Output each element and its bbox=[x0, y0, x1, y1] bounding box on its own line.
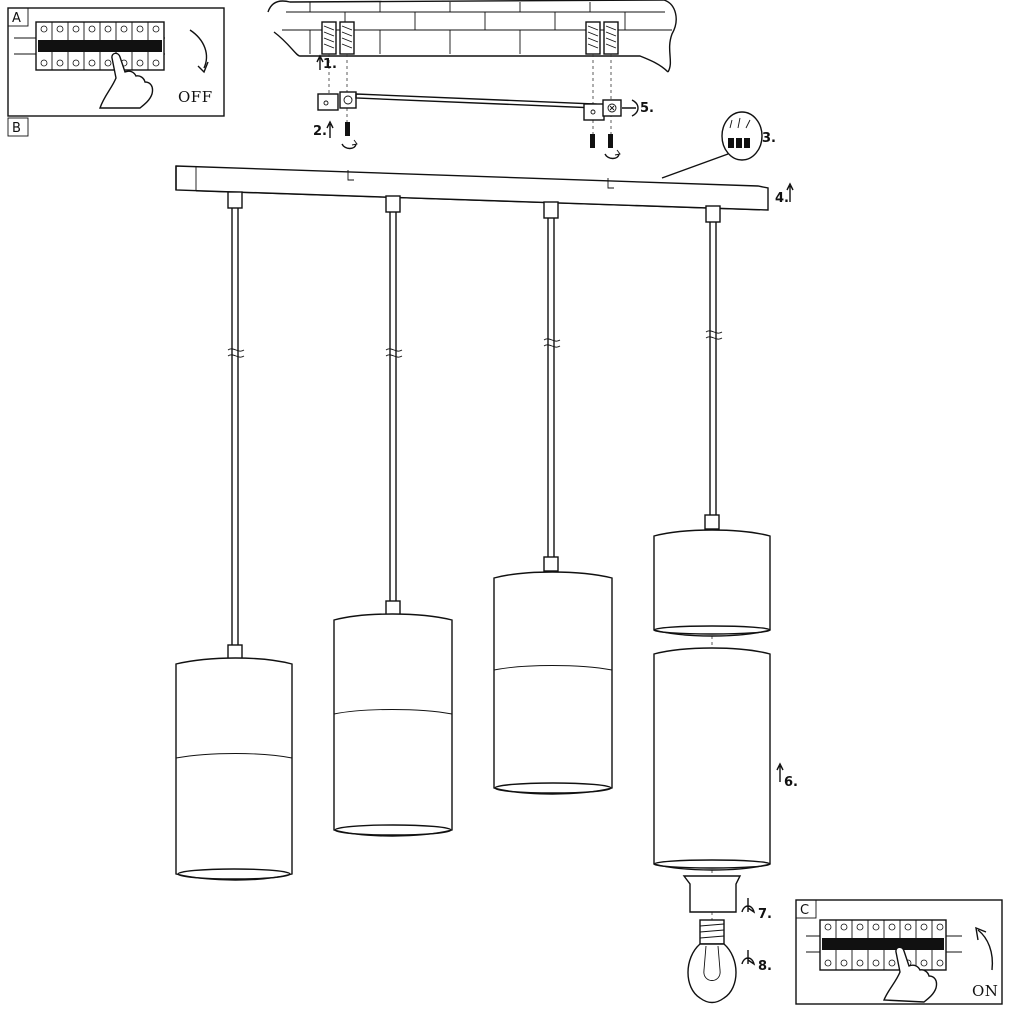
pendant-4: 6. 7. 8. bbox=[653, 205, 798, 1004]
step-2-label: 2. bbox=[313, 124, 327, 139]
wall-plug-icon bbox=[321, 21, 337, 55]
ceiling bbox=[267, 0, 677, 73]
rotate-arrow-icon bbox=[741, 898, 756, 914]
panel-b-tag: B bbox=[12, 121, 21, 136]
panel-b: B bbox=[7, 117, 29, 137]
rotate-arrow-icon bbox=[189, 29, 208, 69]
breaker-strip-c bbox=[806, 919, 962, 971]
canopy-bar bbox=[175, 165, 769, 211]
step-4-label: 4. bbox=[775, 191, 789, 206]
hand-icon bbox=[882, 946, 938, 1003]
up-arrow-icon bbox=[786, 182, 794, 202]
step-3-label: 3. bbox=[762, 131, 776, 146]
panel-a-tag: A bbox=[12, 11, 21, 26]
panel-a: A OFF bbox=[7, 7, 225, 117]
pendant-2 bbox=[333, 195, 453, 837]
hand-icon bbox=[99, 52, 154, 109]
step-6-label: 6. bbox=[784, 775, 798, 790]
screw-icon bbox=[590, 134, 595, 148]
up-arrow-icon bbox=[326, 120, 334, 138]
wiring-callout bbox=[661, 111, 763, 179]
up-arrow-icon bbox=[776, 762, 784, 782]
screw-icon bbox=[604, 134, 621, 160]
switch-on-label: ON bbox=[972, 982, 998, 1000]
mounting-bracket bbox=[317, 91, 622, 121]
panel-c-tag: C bbox=[800, 903, 809, 918]
step-7-label: 7. bbox=[758, 907, 772, 922]
step-8-label: 8. bbox=[758, 959, 772, 974]
rotate-arrow-icon bbox=[741, 950, 756, 966]
wall-plug-icon bbox=[339, 21, 355, 55]
step-1-label: 1. bbox=[323, 57, 337, 72]
step-5-label: 5. bbox=[640, 101, 654, 116]
pendant-1 bbox=[175, 191, 293, 881]
wall-plug-icon bbox=[585, 21, 601, 55]
wall-plug-icon bbox=[603, 21, 619, 55]
up-arrow-icon bbox=[316, 54, 324, 70]
pendant-3 bbox=[493, 201, 613, 795]
rotate-arrow-icon bbox=[977, 929, 994, 971]
light-bulb-icon bbox=[687, 919, 737, 1004]
switch-off-label: OFF bbox=[178, 88, 213, 106]
panel-c: C ON bbox=[795, 899, 1003, 1005]
screw-icon bbox=[341, 122, 358, 150]
breaker-strip-a bbox=[14, 21, 165, 71]
rotate-screw-icon bbox=[622, 99, 639, 117]
